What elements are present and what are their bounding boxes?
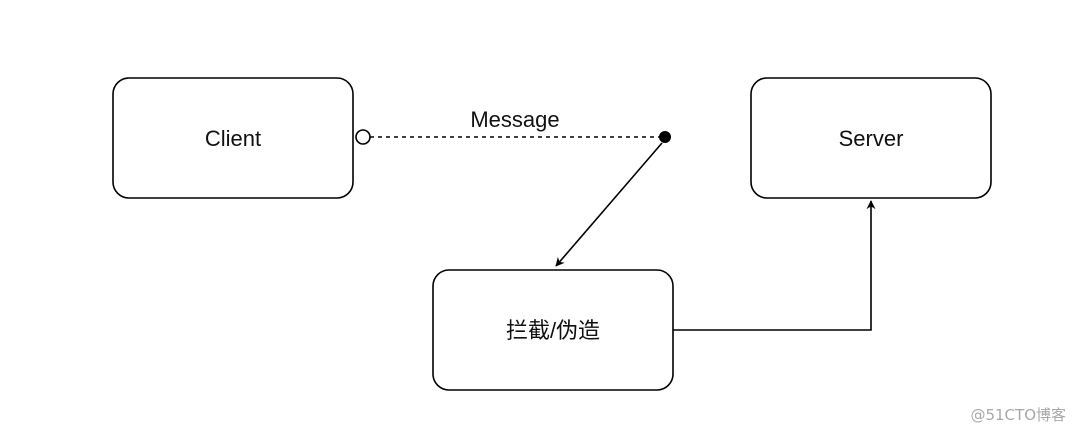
client-node[interactable]: Client — [112, 77, 354, 199]
message-end-dot — [659, 131, 671, 143]
intercept-node[interactable]: 拦截/伪造 — [432, 269, 674, 391]
intercept-label: 拦截/伪造 — [506, 318, 600, 343]
watermark-text: @51CTO博客 — [970, 406, 1066, 424]
intercept-arrow[interactable] — [555, 142, 663, 267]
server-node[interactable]: Server — [750, 77, 992, 199]
client-box[interactable] — [112, 77, 354, 199]
message-label: Message — [470, 107, 559, 132]
message-connector[interactable]: Message — [355, 107, 671, 145]
server-box[interactable] — [750, 77, 992, 199]
client-label: Client — [205, 126, 261, 151]
message-start-circle — [355, 129, 371, 145]
server-label: Server — [839, 126, 904, 151]
forward-to-server-arrow[interactable] — [673, 200, 876, 331]
